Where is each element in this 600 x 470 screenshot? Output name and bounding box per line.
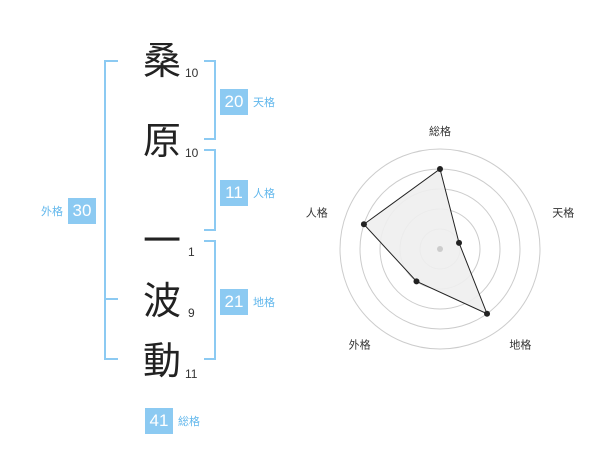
radar-axis-label-3: 地格	[509, 337, 531, 351]
radar-point-2	[456, 239, 463, 246]
radar-polygon	[363, 168, 488, 315]
tenkaku-value: 20	[220, 89, 248, 115]
stroke-count-2: 10	[185, 146, 199, 160]
chikaku-label: 地格	[253, 296, 275, 309]
name-char-5: 動	[142, 339, 181, 383]
radar-point-3	[484, 310, 491, 317]
gaikaku-bracket	[104, 60, 118, 360]
tenkaku-badge: 20 天格	[220, 89, 275, 115]
name-char-2: 原	[142, 119, 181, 163]
radar-point-4	[413, 278, 420, 285]
soukaku-badge: 41 総格	[145, 408, 200, 434]
soukaku-label: 総格	[178, 415, 200, 428]
gaikaku-badge: 外格 30	[41, 198, 96, 224]
name-char-3: 一	[142, 219, 181, 263]
chikaku-bracket	[204, 240, 216, 360]
tenkaku-bracket	[204, 60, 216, 140]
soukaku-value: 41	[145, 408, 173, 434]
radar-axis-label-4: 外格	[349, 337, 371, 351]
radar-point-5	[360, 221, 367, 228]
gaikaku-label: 外格	[41, 205, 63, 218]
gaikaku-bracket-tick	[104, 298, 118, 300]
jinkaku-label: 人格	[253, 187, 275, 200]
name-char-4: 波	[142, 279, 181, 323]
chikaku-badge: 21 地格	[220, 289, 275, 315]
stroke-count-3: 1	[188, 245, 195, 259]
stroke-count-1: 10	[185, 66, 199, 80]
tenkaku-label: 天格	[253, 96, 275, 109]
name-char-1: 桑	[142, 39, 181, 83]
stroke-count-4: 9	[188, 306, 195, 320]
chikaku-value: 21	[220, 289, 248, 315]
jinkaku-value: 11	[220, 180, 248, 206]
radar-ring-5	[339, 148, 541, 350]
jinkaku-badge: 11 人格	[220, 180, 275, 206]
radar-point-1	[437, 166, 443, 172]
stroke-count-5: 11	[185, 367, 198, 381]
radar-axis-label-1: 総格	[429, 124, 451, 138]
jinkaku-bracket	[204, 149, 216, 231]
radar-axis-label-5: 人格	[306, 206, 328, 220]
radar-center-dot	[437, 246, 443, 252]
gaikaku-value: 30	[68, 198, 96, 224]
radar-axis-label-2: 天格	[552, 206, 574, 220]
